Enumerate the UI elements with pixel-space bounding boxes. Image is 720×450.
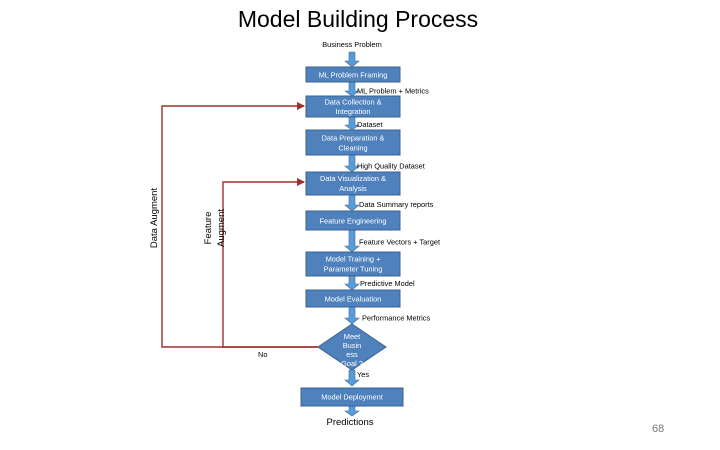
page-title: Model Building Process bbox=[237, 6, 479, 32]
box-label: Model Evaluation bbox=[325, 295, 382, 304]
page-number: 68 bbox=[652, 423, 665, 435]
predictions-label: Predictions bbox=[327, 417, 374, 428]
box-label: ML Problem Framing bbox=[319, 71, 388, 80]
box-model-deployment: Model Deployment bbox=[300, 387, 404, 407]
box-model-evaluation: Model Evaluation bbox=[305, 289, 401, 308]
feature-augment-label: Feature bbox=[203, 212, 214, 245]
flow-arrow bbox=[344, 275, 360, 291]
flow-arrow bbox=[344, 405, 360, 417]
flow-arrow bbox=[344, 229, 360, 253]
decision-diamond: Meet Busin ess Goal ? bbox=[317, 323, 387, 371]
predictive-model-label: Predictive Model bbox=[360, 279, 415, 288]
box-data-collection: Data Collection & Integration bbox=[305, 95, 401, 118]
ml-problem-metrics-label: ML Problem + Metrics bbox=[357, 87, 429, 96]
box-label: Model Deployment bbox=[321, 393, 383, 402]
high-quality-dataset-label: High Quality Dataset bbox=[357, 162, 425, 171]
data-summary-reports-label: Data Summary reports bbox=[359, 200, 434, 209]
box-data-visualization: Data Visualization & Analysis bbox=[305, 171, 401, 196]
business-problem-label: Business Problem bbox=[322, 40, 382, 49]
feature-augment-loop bbox=[222, 178, 318, 348]
flow-arrow bbox=[344, 194, 360, 212]
box-ml-problem-framing: ML Problem Framing bbox=[305, 66, 401, 83]
flow-arrows bbox=[344, 51, 360, 417]
no-label: No bbox=[258, 350, 267, 359]
flow-arrow bbox=[344, 306, 360, 325]
box-data-preparation: Data Preparation & Cleaning bbox=[305, 129, 401, 156]
diamond-label: ess bbox=[346, 350, 358, 359]
box-label: Data Visualization & bbox=[320, 174, 386, 183]
box-label: Parameter Tuning bbox=[324, 265, 383, 274]
flow-arrow bbox=[344, 51, 360, 68]
box-label: Integration bbox=[336, 107, 371, 116]
dataset-label: Dataset bbox=[357, 120, 382, 129]
performance-metrics-label: Performance Metrics bbox=[362, 314, 430, 323]
diamond-label: Goal ? bbox=[341, 359, 363, 368]
box-feature-engineering: Feature Engineering bbox=[305, 210, 401, 231]
box-model-training: Model Training + Parameter Tuning bbox=[305, 251, 401, 277]
yes-label: Yes bbox=[357, 370, 369, 379]
diamond-label: Meet bbox=[344, 332, 360, 341]
flow-arrow bbox=[344, 369, 360, 387]
flow-arrow bbox=[344, 81, 360, 97]
feature-vectors-target-label: Feature Vectors + Target bbox=[359, 238, 440, 247]
box-label: Analysis bbox=[339, 184, 367, 193]
feature-augment-label: Augment bbox=[216, 209, 227, 247]
diamond-label: Busin bbox=[343, 341, 362, 350]
box-label: Data Collection & bbox=[324, 98, 381, 107]
box-label: Model Training + bbox=[326, 255, 381, 264]
flow-arrow bbox=[344, 154, 360, 173]
data-augment-label: Data Augment bbox=[149, 188, 160, 249]
box-label: Data Preparation & bbox=[322, 134, 385, 143]
box-label: Cleaning bbox=[338, 144, 367, 153]
flow-arrow bbox=[344, 116, 360, 131]
box-label: Feature Engineering bbox=[320, 217, 387, 226]
data-augment-loop bbox=[161, 102, 318, 348]
